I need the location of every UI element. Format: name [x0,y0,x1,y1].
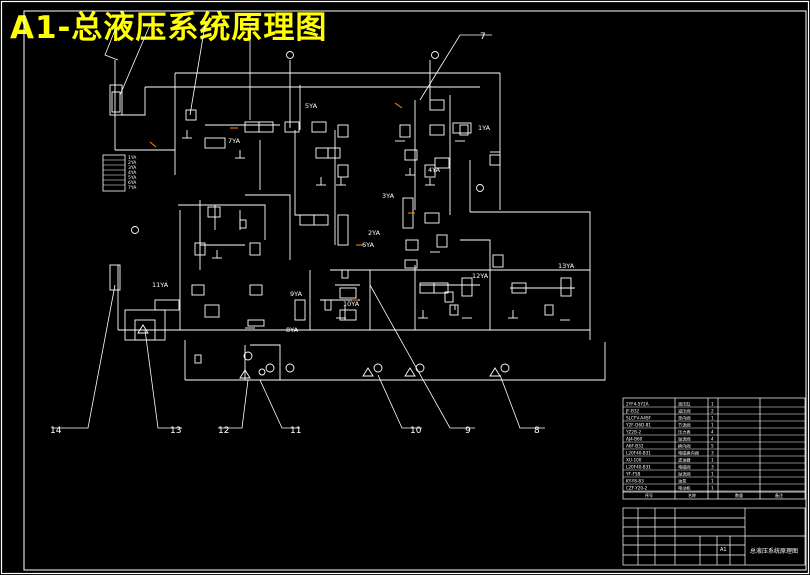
pressure-gauges [131,51,510,373]
parts-cell-code: 2YF4-5Y2A [626,402,649,407]
parts-cell-name: 减压阀 [678,408,691,415]
parts-cell-code: JF-B32 [625,409,640,414]
parts-cell-code: SLCFV-A4SF [626,416,652,421]
pump-units [137,324,501,379]
leader-lines [52,24,545,429]
valve-components [109,84,572,364]
solenoid-label-12ya: 12YA [472,272,489,280]
drawing-title: A1-总液压系统原理图 [10,10,328,46]
solenoid-label-13ya: 13YA [558,262,575,270]
legend-item: 1YA [128,155,137,161]
legend-item: 5YA [128,175,137,181]
callout-10: 10 [410,426,422,436]
parts-cell-name: 电动机 [678,485,691,492]
parts-footer-header: 备注 [775,492,783,498]
parts-cell-code: AJ4-B60 [626,437,643,442]
parts-cell-name: 电磁换向阀 [678,450,699,457]
parts-footer-header: 名称 [688,492,696,498]
solenoid-label-3ya: 3YA [382,192,395,200]
solenoid-label-1ya: 1YA [478,124,491,132]
callout-9: 9 [465,426,471,436]
parts-footer: 序号 名称 数量 备注 [623,491,805,498]
parts-cell-qty: 1 [711,472,714,477]
solenoid-label-8ya: 8YA [286,326,299,334]
sheet-size: A1 [720,547,727,553]
legend-item: 2YA [128,160,137,166]
solenoid-label-4ya: 4YA [428,166,441,174]
parts-cell-name: 溢流阀 [678,471,691,478]
solenoid-label-11ya: 11YA [152,281,169,289]
parts-cell-qty: 1 [711,486,714,491]
legend-item: 7YA [128,185,137,191]
solenoid-label-5ya: 5YA [305,102,318,110]
parts-cell-code: CZF-Y20-2 [626,486,648,491]
parts-footer-header: 数量 [735,492,743,498]
solenoid-label-10ya: 10YA [343,300,360,308]
parts-cell-qty: 3 [711,451,714,456]
solenoid-label-2ya: 2YA [368,229,381,237]
pipeline-network [114,60,606,381]
parts-footer-header: 序号 [645,492,653,498]
parts-cell-qty: 4 [711,437,714,442]
parts-cell-name: 液压缸 [678,401,691,408]
parts-cell-code: A6F-B32 [626,444,644,449]
parts-cell-name: 单向阀 [678,415,691,422]
inner-frame [23,10,807,571]
flow-arrows [149,102,415,301]
parts-cell-qty: 4 [711,430,714,435]
solenoid-label-7ya: 7YA [228,137,241,145]
parts-cell-name: 油泵 [678,478,686,485]
callout-8: 8 [534,426,540,436]
tank-symbols [182,130,570,331]
solenoid-labels: 1YA 2YA 3YA 4YA 5YA 6YA 7YA 8YA 9YA 10YA… [152,102,575,334]
title-block [622,507,806,566]
parts-cell-name: 电磁阀 [678,464,691,471]
callout-7: 7 [480,32,486,42]
legend-block: 1YA 2YA 3YA 4YA 5YA 6YA 7YA [102,154,137,192]
legend-item: 3YA [128,165,137,171]
parts-cell-qty: 1 [711,423,714,428]
callout-14: 14 [50,426,62,436]
parts-cell-name: 换向阀 [678,443,691,450]
parts-cell-qty: 3 [711,465,714,470]
parts-cell-name: 滤油器 [678,457,691,464]
parts-cell-name: 溢流阀 [678,436,691,443]
parts-list-table [622,397,806,500]
parts-cell-qty: 1 [711,402,714,407]
parts-cell-code: YZ2B-2 [625,430,641,435]
parts-cell-code: Y2F-D6D-81 [625,423,651,428]
legend-item: 4YA [128,170,137,176]
parts-cell-qty: 1 [711,479,714,484]
parts-cell-name: 节流阀 [678,422,691,429]
parts-cell-qty: 5 [711,444,714,449]
callout-11: 11 [290,426,301,436]
callout-numbers: 14 13 12 11 10 9 8 7 [50,32,540,436]
parts-cell-code: L20F40-B31 [626,451,651,456]
solenoid-label-6ya: 6YA [362,241,375,249]
callout-13: 13 [170,426,181,436]
parts-cell-name: 压力表 [678,429,691,436]
parts-cell-code: L20F40-B31 [626,465,651,470]
parts-cell-qty: 1 [711,458,714,463]
parts-cell-code: XU-100 [626,458,642,463]
parts-cell-code: YF-F5B [625,472,641,477]
parts-cell-qty: 2 [711,409,714,414]
parts-cell-code: KY-Y8-83 [626,479,644,484]
legend-item: 6YA [128,180,137,186]
title-block-name: 总液压系统原理图 [750,547,798,555]
parts-cell-qty: 1 [711,416,714,421]
solenoid-label-9ya: 9YA [290,290,303,298]
callout-12: 12 [218,426,229,436]
